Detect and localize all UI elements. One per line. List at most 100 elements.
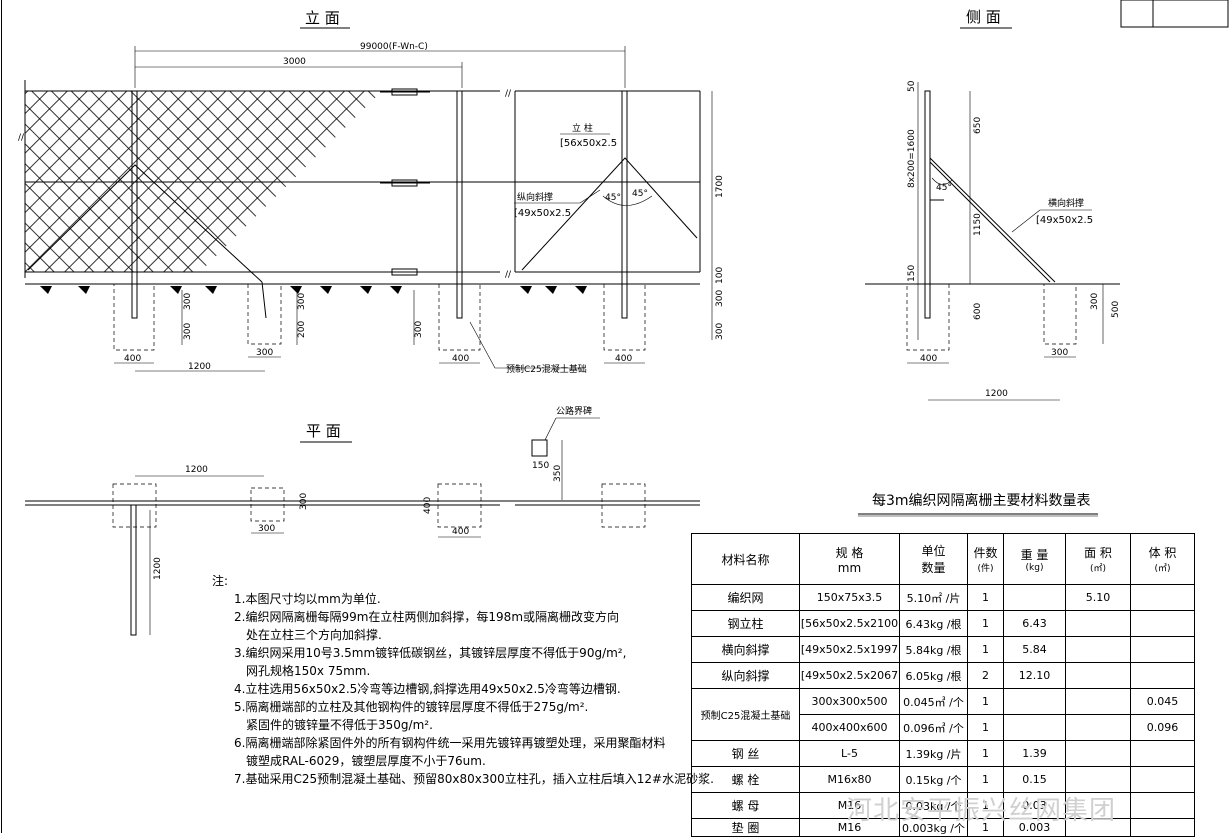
cell-count: 1 bbox=[967, 636, 1004, 663]
road-marker bbox=[531, 439, 548, 457]
table-title-underline bbox=[858, 513, 1098, 517]
dim-300d: 300 bbox=[183, 323, 193, 340]
brace-right bbox=[521, 157, 698, 271]
cell-area bbox=[1065, 714, 1131, 741]
side-dim-150: 150 bbox=[907, 265, 917, 282]
notes: 注: 1.本图尺寸均以mm为单位. 2.编织网隔离栅每隔99m在立柱两侧加斜撑，… bbox=[212, 572, 714, 788]
note-line: 紧固件的镀锌量不得低于350g/m². bbox=[246, 718, 433, 732]
foundation-3 bbox=[438, 283, 481, 351]
plan-view: 平 面 1200 300 300 400 400 1200 公路界碑 150 3… bbox=[25, 405, 700, 636]
cell-volume bbox=[1130, 662, 1195, 689]
post-spec: [56x50x2.5 bbox=[560, 138, 617, 149]
cell-count: 1 bbox=[967, 584, 1004, 611]
dim-200: 200 bbox=[297, 321, 307, 338]
plan-dim-300v: 300 bbox=[299, 493, 309, 510]
brace-spec: [49x50x2.5 bbox=[514, 208, 571, 219]
cell-weight bbox=[1003, 714, 1066, 741]
plan-dim-400: 400 bbox=[452, 527, 469, 537]
cell-volume: 0.096 bbox=[1130, 714, 1195, 741]
post-1 bbox=[131, 90, 138, 319]
plan-foundation-4 bbox=[601, 483, 646, 528]
plan-dim-1200v: 1200 bbox=[153, 557, 163, 580]
cell-unit: 0.096㎥ /个 bbox=[899, 714, 968, 741]
cell-area: 5.10 bbox=[1065, 584, 1131, 611]
cell-spec: 150x75x3.5 bbox=[799, 584, 900, 611]
side-dim-300: 300 bbox=[1090, 293, 1100, 310]
header-unit2: 数量 bbox=[921, 561, 946, 575]
header-name: 材料名称 bbox=[691, 533, 800, 585]
plan-dim-350: 350 bbox=[553, 465, 563, 482]
dim-1200: 1200 bbox=[188, 362, 211, 372]
table-row: 编织网 150x75x3.5 5.10㎡ /片 1 5.10 bbox=[691, 584, 1195, 611]
cell-name: 钢立柱 bbox=[691, 610, 800, 637]
side-post bbox=[924, 90, 931, 319]
cell-weight: 0.15 bbox=[1003, 766, 1066, 793]
cell-area bbox=[1065, 740, 1131, 767]
dim-300e: 300 bbox=[297, 293, 307, 310]
side-foundation-2 bbox=[1043, 283, 1077, 345]
side-dim-650: 650 bbox=[973, 117, 983, 134]
side-dim-8x200: 8x200=1600 bbox=[907, 129, 917, 188]
dim-300a: 300 bbox=[715, 290, 725, 307]
note-line: 网孔规格150x 75mm. bbox=[246, 664, 371, 678]
cell-unit: 5.10㎡ /片 bbox=[899, 584, 968, 611]
cell-unit: 5.84kg /根 bbox=[899, 636, 968, 663]
brace-left bbox=[27, 164, 263, 283]
cell-count: 1 bbox=[967, 766, 1004, 793]
cell-count: 1 bbox=[967, 610, 1004, 637]
cell-weight: 5.84 bbox=[1003, 636, 1066, 663]
plan-title: 平 面 bbox=[306, 422, 341, 440]
plan-foundation-3 bbox=[437, 483, 482, 528]
table-row: 螺 栓 M16x80 0.15kg /个 1 0.15 bbox=[691, 766, 1195, 793]
cell-spec: 400x400x600 bbox=[799, 714, 900, 741]
header-weight-unit: (kg) bbox=[1025, 562, 1044, 573]
side-brace-spec: [49x50x2.5 bbox=[1036, 215, 1093, 226]
cell-weight: 12.10 bbox=[1003, 662, 1066, 689]
cell-name: 螺 母 bbox=[691, 792, 800, 819]
dim-total: 99000(F-Wn-C) bbox=[360, 42, 428, 52]
cell-name: 纵向斜撑 bbox=[691, 662, 800, 689]
svg-text://: // bbox=[505, 270, 512, 280]
post-2 bbox=[456, 90, 463, 319]
cell-weight: 1.39 bbox=[1003, 740, 1066, 767]
note-line: 2.编织网隔离栅每隔99m在立柱两侧加斜撑，每198m或隔离栅改变方向 bbox=[234, 610, 620, 624]
dim-300f: 300 bbox=[414, 321, 424, 338]
dim-400c: 400 bbox=[615, 354, 632, 364]
ground-hatch bbox=[40, 286, 587, 294]
road-marker-label: 公路界碑 bbox=[556, 405, 592, 417]
table-title: 每3m编织网隔离栅主要材料数量表 bbox=[872, 493, 1091, 509]
dim-400b: 400 bbox=[452, 354, 469, 364]
side-brace-label: 横向斜撑 bbox=[1048, 197, 1084, 209]
cell-name: 编织网 bbox=[691, 584, 800, 611]
notes-heading: 注: bbox=[212, 574, 229, 588]
cell-spec: M16x80 bbox=[799, 766, 900, 793]
angle-a: 45° bbox=[605, 193, 621, 203]
table-row: 钢立柱 [56x50x2.5x2100 6.43kg /根 1 6.43 bbox=[691, 610, 1195, 637]
dim-300b: 300 bbox=[715, 323, 725, 340]
cell-spec: 300x300x500 bbox=[799, 688, 900, 715]
turnbuckles bbox=[380, 88, 430, 276]
post-label: 立 柱 bbox=[572, 122, 593, 134]
cell-weight: 0.003 bbox=[1003, 818, 1066, 837]
side-brace bbox=[929, 157, 1056, 283]
dim-300c: 300 bbox=[183, 293, 193, 310]
side-dim-300b: 300 bbox=[1051, 348, 1068, 358]
side-foundation-1 bbox=[906, 283, 950, 351]
cell-volume bbox=[1130, 766, 1195, 793]
cell-volume: 0.045 bbox=[1130, 688, 1195, 715]
plan-dim-400v: 400 bbox=[423, 497, 433, 514]
cell-weight bbox=[1003, 688, 1066, 715]
svg-text://: // bbox=[18, 133, 25, 143]
dim-400a: 400 bbox=[124, 354, 141, 364]
cell-volume bbox=[1130, 610, 1195, 637]
elevation-title: 立 面 bbox=[305, 9, 340, 27]
cell-area bbox=[1065, 766, 1131, 793]
cell-unit: 6.05kg /根 bbox=[899, 662, 968, 689]
cell-weight: 0.03 bbox=[1003, 792, 1066, 819]
cell-area bbox=[1065, 662, 1131, 689]
note-line: 处在立柱三个方向加斜撑. bbox=[246, 628, 382, 642]
side-dim-1150: 1150 bbox=[973, 213, 983, 236]
dim-3000: 3000 bbox=[283, 57, 306, 67]
